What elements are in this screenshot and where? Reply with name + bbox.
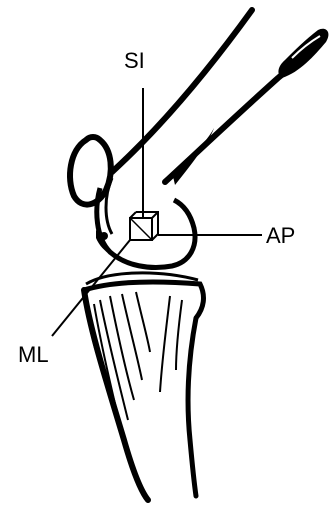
condyle-outline (97, 188, 195, 267)
tibia (84, 273, 203, 500)
femur (112, 10, 328, 185)
femur-distal-tip (278, 29, 328, 78)
label-ml: ML (18, 342, 49, 367)
patella (70, 137, 111, 205)
femur-posterior-edge (112, 10, 252, 172)
tibia-hatching (94, 292, 182, 450)
patella-outline (70, 137, 111, 205)
femur-shading (172, 128, 214, 185)
label-ap: AP (266, 223, 295, 248)
label-si: SI (124, 48, 145, 73)
condyle-dot (100, 232, 108, 240)
axis-cube-diagonal (130, 218, 152, 240)
femoral-condyles (96, 178, 195, 267)
tibia-anterior-edge (188, 318, 196, 496)
